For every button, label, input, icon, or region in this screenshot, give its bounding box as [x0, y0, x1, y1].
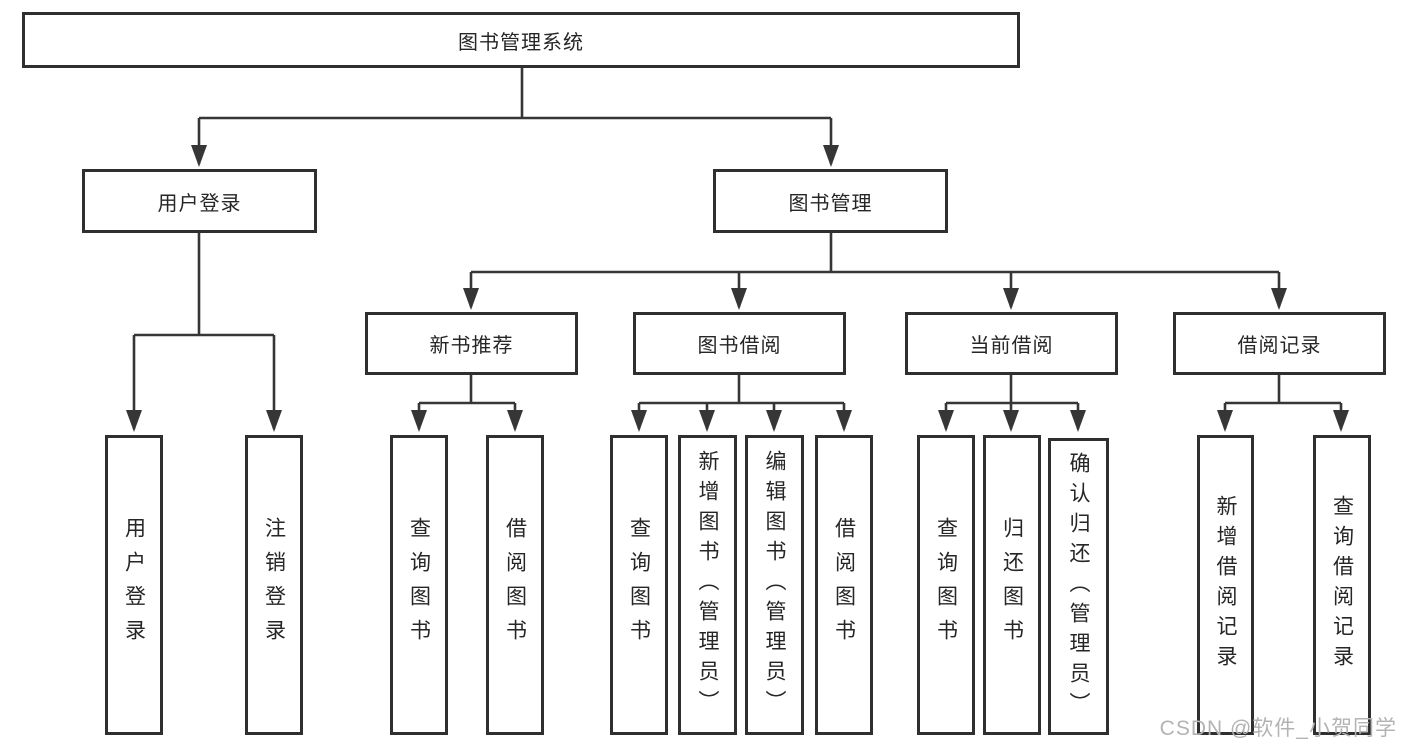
- leaf-borrow-books-recommend: 借阅图书: [486, 435, 544, 735]
- leaf-logout: 注销登录: [245, 435, 303, 735]
- leaf-confirm-return-admin: 确认归还（管理员）: [1048, 438, 1109, 735]
- node-current-borrow: 当前借阅: [905, 312, 1118, 375]
- node-book-borrow: 图书借阅: [633, 312, 846, 375]
- leaf-edit-books-admin: 编辑图书（管理员）: [745, 435, 804, 735]
- leaf-query-books-recommend: 查询图书: [390, 435, 448, 735]
- node-user-login: 用户登录: [82, 169, 317, 233]
- connector-new-book-children: [411, 375, 523, 432]
- node-root: 图书管理系统: [22, 12, 1020, 68]
- node-book-management: 图书管理: [713, 169, 948, 233]
- leaf-add-books-admin: 新增图书（管理员）: [678, 435, 737, 735]
- leaf-add-borrow-record: 新增借阅记录: [1197, 435, 1254, 735]
- connector-current-borrow-children: [938, 375, 1086, 432]
- connector-user-login-children: [126, 233, 282, 432]
- connector-book-borrow-children: [631, 375, 852, 432]
- leaf-user-login: 用户登录: [105, 435, 163, 735]
- leaf-query-borrow-record: 查询借阅记录: [1313, 435, 1371, 735]
- connector-book-management-children: [463, 233, 1287, 310]
- csdn-watermark: CSDN @软件_小贺同学: [1159, 717, 1397, 740]
- connector-borrow-record-children: [1217, 375, 1349, 432]
- connector-root-to-level2: [191, 68, 839, 167]
- leaf-query-books-current: 查询图书: [917, 435, 975, 735]
- node-new-book-recommend: 新书推荐: [365, 312, 578, 375]
- node-borrow-records: 借阅记录: [1173, 312, 1386, 375]
- leaf-borrow-books: 借阅图书: [815, 435, 873, 735]
- leaf-query-books-borrow: 查询图书: [610, 435, 668, 735]
- leaf-return-books: 归还图书: [983, 435, 1041, 735]
